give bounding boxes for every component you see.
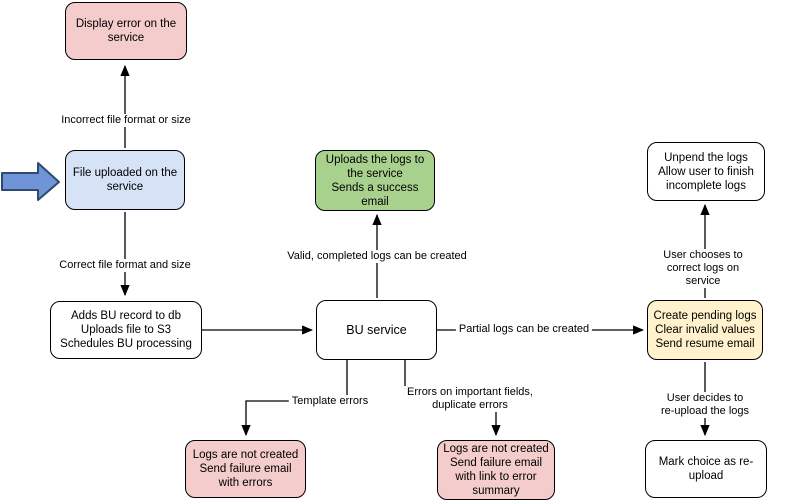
edge-label-template-errors: Template errors	[288, 395, 372, 408]
edge-label-errors-important-fields: Errors on important fields, duplicate er…	[404, 386, 536, 412]
edge-label-partial-logs: Partial logs can be created	[455, 323, 593, 336]
node-display-error: Display error on the service	[65, 2, 187, 60]
node-bu-service: BU service	[316, 300, 437, 360]
node-adds-bu-record: Adds BU record to db Uploads file to S3 …	[50, 301, 202, 359]
edge-label-valid-completed: Valid, completed logs can be created	[284, 250, 470, 263]
node-logs-not-created-errors: Logs are not created Send failure email …	[185, 440, 306, 498]
node-logs-not-created-summary: Logs are not created Send failure email …	[437, 440, 555, 500]
node-uploads-logs-success: Uploads the logs to the service Sends a …	[315, 150, 435, 211]
entry-arrow-icon	[1, 162, 60, 201]
edge-label-incorrect-format: Incorrect file format or size	[58, 114, 194, 127]
node-file-uploaded: File uploaded on the service	[65, 150, 185, 210]
edge-label-user-reupload: User decides to re-upload the logs	[657, 392, 753, 418]
node-create-pending-logs: Create pending logs Clear invalid values…	[647, 300, 763, 360]
edge-label-user-correct: User chooses to correct logs on service	[654, 249, 752, 288]
edge-label-correct-format: Correct file format and size	[56, 259, 194, 272]
node-unpend-logs: Unpend the logs Allow user to finish inc…	[647, 142, 765, 201]
node-mark-choice-reupload: Mark choice as re- upload	[645, 440, 767, 498]
